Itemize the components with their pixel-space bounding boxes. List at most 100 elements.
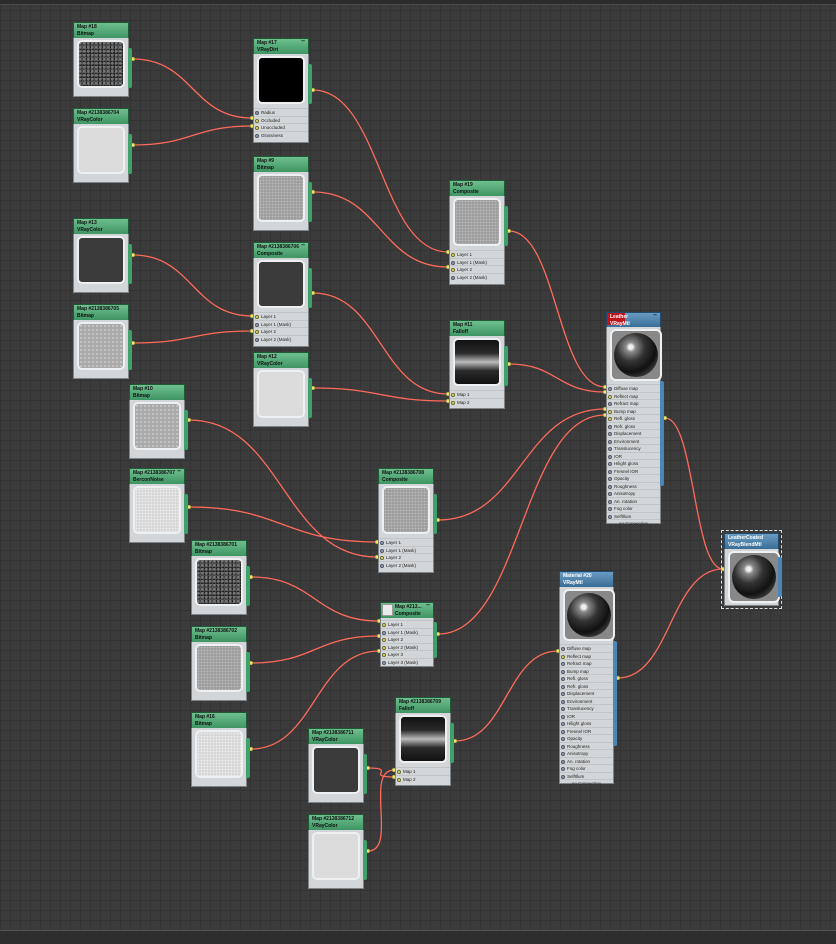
output-socket[interactable] xyxy=(778,557,782,597)
output-socket[interactable] xyxy=(184,494,188,534)
material-slots: Diffuse map Reflect map Refract map Bump… xyxy=(607,384,660,527)
texture-preview xyxy=(133,402,181,450)
node-title: Map #10 xyxy=(133,386,153,392)
wire-19 xyxy=(454,650,559,742)
wire-4 xyxy=(312,89,449,253)
node-title: Map #16 xyxy=(195,714,215,720)
wire-7 xyxy=(312,387,449,402)
output-socket[interactable] xyxy=(433,622,437,658)
output-socket[interactable] xyxy=(308,378,312,418)
output-socket[interactable] xyxy=(450,723,454,763)
minimize-button[interactable]: – xyxy=(301,38,305,45)
material-preview xyxy=(610,329,662,381)
texture-preview xyxy=(399,715,447,763)
texture-preview xyxy=(453,198,501,246)
color-preview xyxy=(257,370,305,418)
node-type: Bitmap xyxy=(77,312,94,319)
texture-preview xyxy=(257,56,305,104)
minimize-button[interactable]: – xyxy=(653,312,657,319)
wire-9 xyxy=(188,506,378,543)
texture-preview xyxy=(453,338,501,386)
node-title: Map #2138386707 xyxy=(133,470,175,476)
output-socket[interactable] xyxy=(504,346,508,386)
output-socket[interactable] xyxy=(128,134,132,174)
output-socket[interactable] xyxy=(308,182,312,222)
output-socket[interactable] xyxy=(128,330,132,370)
node-title: Map #13 xyxy=(77,220,97,226)
output-socket[interactable] xyxy=(246,738,250,778)
output-socket[interactable] xyxy=(128,244,132,284)
texture-preview xyxy=(195,730,243,778)
output-socket[interactable] xyxy=(613,641,617,746)
no-connection-label: no Connection xyxy=(607,519,660,527)
node-title: Map #12 xyxy=(257,354,277,360)
wire-3 xyxy=(132,330,253,344)
node-type: Bitmap xyxy=(77,30,94,37)
texture-preview xyxy=(257,260,305,308)
node-title: Map #19 xyxy=(453,182,473,188)
node-title: Map #2138386711 xyxy=(312,730,354,736)
wire-11 xyxy=(250,635,380,664)
output-socket[interactable] xyxy=(433,494,437,534)
slot-occluded: Occluded xyxy=(254,115,308,124)
node-map213[interactable]: Map #213...Composite– Layer 1 Layer 1 (M… xyxy=(380,602,437,667)
texture-preview xyxy=(195,644,243,692)
wire-2 xyxy=(132,254,253,317)
wire-20 xyxy=(664,417,724,570)
material-preview xyxy=(728,551,780,603)
color-preview xyxy=(77,236,125,284)
wire-0 xyxy=(132,58,253,119)
minimize-button[interactable]: – xyxy=(301,242,305,249)
output-socket[interactable] xyxy=(308,268,312,308)
output-socket[interactable] xyxy=(128,48,132,88)
mini-preview xyxy=(382,604,393,616)
node-type: Falloff xyxy=(453,328,468,335)
node-leather-material[interactable]: Leather VRayMtl – Diffuse map Reflect ma… xyxy=(606,312,664,527)
node-type: Composite xyxy=(257,250,283,257)
output-socket[interactable] xyxy=(363,754,367,794)
texture-preview xyxy=(133,486,181,534)
node-type: Bitmap xyxy=(195,720,212,727)
node-title: Map #18 xyxy=(77,24,97,30)
output-socket[interactable] xyxy=(363,840,367,880)
node-type: BerconNoise xyxy=(133,476,164,483)
color-preview xyxy=(77,126,125,174)
minimize-button[interactable]: – xyxy=(177,468,181,475)
output-socket[interactable] xyxy=(246,566,250,606)
node-type: Bitmap xyxy=(195,548,212,555)
color-preview xyxy=(312,832,360,880)
output-socket[interactable] xyxy=(308,64,312,104)
node-type: Composite xyxy=(453,188,479,195)
node-type: VRayBlendMtl xyxy=(728,541,762,548)
slot-radius: Radius xyxy=(254,108,308,116)
output-socket[interactable] xyxy=(660,381,664,486)
minimize-button[interactable]: – xyxy=(426,602,430,609)
node-type: VRayColor xyxy=(312,736,338,743)
output-socket[interactable] xyxy=(184,410,188,450)
output-socket[interactable] xyxy=(246,652,250,692)
node-title: Map #2138386712 xyxy=(312,816,354,822)
output-socket[interactable] xyxy=(504,206,508,246)
wire-10 xyxy=(250,576,380,622)
